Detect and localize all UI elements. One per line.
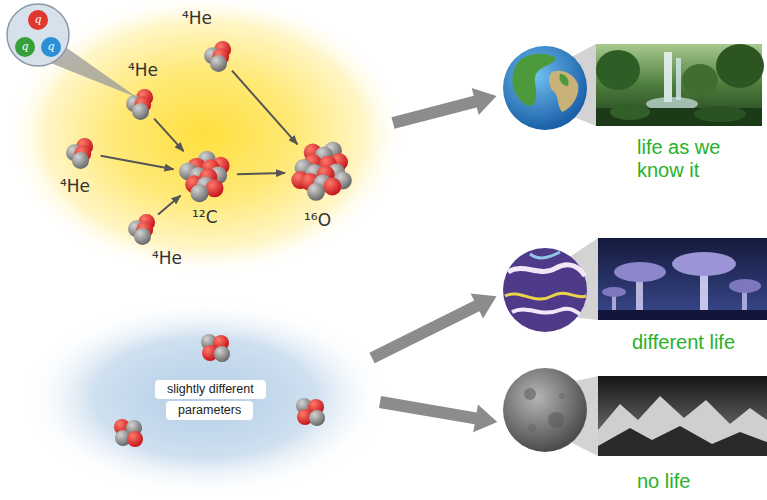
- nucleus: ⁴He: [200, 37, 236, 73]
- earth-outcome: [503, 44, 764, 130]
- nucleus-balls: [288, 138, 356, 206]
- outcome-arrows: [366, 82, 503, 435]
- nucleus-balls: [200, 37, 236, 73]
- helium-nuclei: [114, 334, 325, 447]
- nucleus-balls: [122, 85, 158, 121]
- quark-inset: [7, 4, 138, 98]
- quark-symbol: q: [41, 39, 61, 55]
- nucleus: ¹⁶O: [288, 138, 356, 206]
- nucleus-label: ¹²C: [192, 207, 218, 227]
- quark-symbol: q: [15, 39, 35, 55]
- outcome-label: different life: [632, 331, 764, 354]
- reaction-arrow: [101, 156, 174, 169]
- box-text: slightly different: [167, 382, 254, 397]
- quark-symbol: q: [28, 12, 48, 28]
- yellow-glow: [5, 0, 405, 277]
- nucleus-balls: [176, 146, 234, 204]
- parameter-box: parameters: [166, 401, 253, 420]
- reaction-arrow: [158, 196, 180, 215]
- nucleus-balls: [62, 134, 98, 170]
- reaction-arrow: [154, 119, 184, 152]
- reaction-arrow: [232, 71, 297, 145]
- nucleus-label: ⁴He: [182, 8, 212, 28]
- barren-outcome: [503, 368, 767, 456]
- nucleus-label: ⁴He: [152, 248, 182, 268]
- nucleus-label: ⁴He: [128, 60, 158, 80]
- nucleus: ⁴He: [122, 85, 158, 121]
- box-text: parameters: [178, 403, 241, 418]
- outcome-label: life as we know it: [637, 136, 765, 182]
- nucleus-label: ¹⁶O: [304, 210, 331, 230]
- parameter-box: slightly different: [155, 380, 266, 399]
- nucleus: ¹²C: [176, 146, 234, 204]
- blue-glow: [20, 298, 390, 498]
- nucleus: ⁴He: [62, 134, 98, 170]
- nucleus-label: ⁴He: [60, 176, 90, 196]
- nucleus: ⁴He: [124, 210, 160, 246]
- alien-outcome: [503, 238, 767, 332]
- nucleus-balls: [124, 210, 160, 246]
- outcome-label: no life: [637, 470, 757, 493]
- reaction-arrow: [237, 173, 285, 174]
